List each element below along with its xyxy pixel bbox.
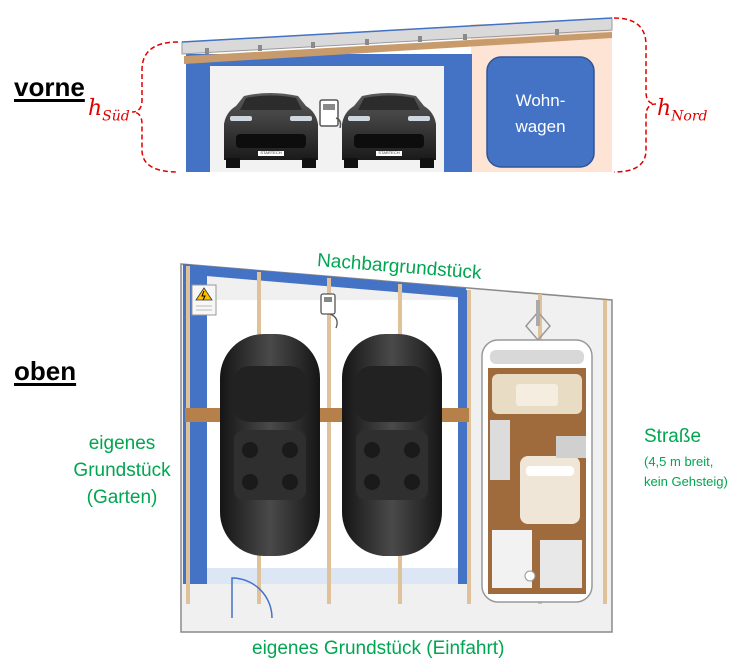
middle-wall xyxy=(458,290,468,584)
door-strip xyxy=(207,568,458,584)
car-front-2 xyxy=(342,93,436,168)
car-top-1 xyxy=(220,334,320,556)
top-view xyxy=(180,263,613,633)
street-detail: (4,5 m breit, kein Gehsteig) xyxy=(644,454,728,489)
front-view xyxy=(131,17,657,173)
left-wall-front xyxy=(186,54,210,172)
height-north-label: hNord xyxy=(657,96,708,125)
own-garden-label: eigenes Grundstück (Garten) xyxy=(73,433,171,508)
roof-beam-front xyxy=(184,32,612,64)
wallbox-icon-top xyxy=(320,293,338,329)
label-front-view: vorne xyxy=(14,72,85,102)
own-driveway-label: eigenes Grundstück (Einfahrt) xyxy=(252,638,505,659)
car-top-2 xyxy=(342,334,442,556)
car-badge-text-1: STARTECH xyxy=(260,150,282,155)
top-wall xyxy=(183,264,466,298)
car-front-1 xyxy=(224,93,318,168)
caravan-front xyxy=(486,56,595,168)
electric-warning-icon xyxy=(191,284,217,316)
street-label: Straße xyxy=(644,426,702,447)
car-badge-text-2: STARTECH xyxy=(378,150,400,155)
door-swing-icon xyxy=(231,577,273,619)
car-badge-1 xyxy=(258,151,284,156)
height-brace-south xyxy=(131,41,179,173)
wallbox-icon xyxy=(319,99,342,129)
middle-wall-front xyxy=(444,54,472,172)
caravan-label: Wohn- wagen xyxy=(515,91,566,136)
label-top-view: oben xyxy=(14,356,77,386)
caravan-top xyxy=(481,300,593,603)
height-brace-north xyxy=(613,17,657,173)
height-south-label: hSüd xyxy=(88,96,130,125)
car-badge-2 xyxy=(376,151,402,156)
